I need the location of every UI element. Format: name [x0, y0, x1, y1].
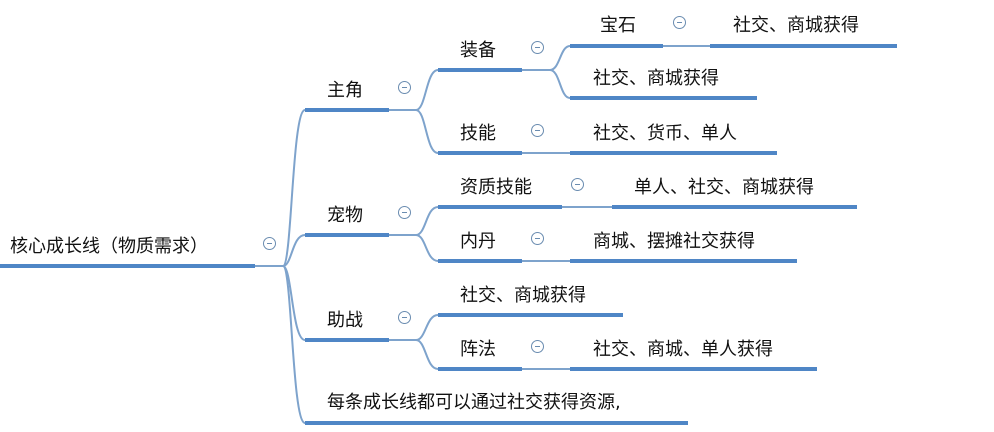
collapse-icon[interactable] [531, 124, 544, 137]
collapse-icon[interactable] [398, 206, 411, 219]
node-pet-underline [305, 233, 389, 237]
node-skill-source-label[interactable]: 社交、货币、单人 [593, 123, 737, 144]
node-inner-pill-source-underline [570, 259, 797, 263]
node-pet-label[interactable]: 宠物 [327, 205, 363, 226]
node-assist-source-label[interactable]: 社交、商城获得 [460, 285, 586, 306]
node-gem-label[interactable]: 宝石 [600, 15, 636, 36]
collapse-icon[interactable] [531, 232, 544, 245]
collapse-icon[interactable] [263, 237, 276, 250]
node-assist-underline [305, 338, 389, 342]
node-gem-underline [570, 44, 663, 48]
node-skill-label[interactable]: 技能 [460, 123, 496, 144]
node-equipment-label[interactable]: 装备 [460, 40, 496, 61]
node-aptitude-skill-label[interactable]: 资质技能 [460, 177, 532, 198]
collapse-icon[interactable] [673, 16, 686, 29]
collapse-icon[interactable] [398, 81, 411, 94]
node-assist-source-underline [438, 313, 623, 317]
node-skill-underline [438, 151, 522, 155]
node-gem-source-label[interactable]: 社交、商城获得 [733, 15, 859, 36]
node-equipment-source-underline [570, 96, 757, 100]
node-formation-underline [438, 367, 522, 371]
node-aptitude-skill-source-underline [612, 205, 857, 209]
node-gem-source-underline [710, 44, 897, 48]
node-equipment-underline [438, 68, 522, 72]
collapse-icon[interactable] [398, 311, 411, 324]
node-inner-pill-underline [438, 259, 522, 263]
node-assist-label[interactable]: 助战 [327, 310, 363, 331]
node-aptitude-skill-source-label[interactable]: 单人、社交、商城获得 [634, 177, 814, 198]
node-protagonist-label[interactable]: 主角 [327, 80, 363, 101]
node-aptitude-skill-underline [438, 205, 562, 209]
collapse-icon[interactable] [571, 178, 584, 191]
node-protagonist-underline [305, 108, 389, 112]
node-inner-pill-source-label[interactable]: 商城、摆摊社交获得 [593, 231, 755, 252]
node-equipment-source-label[interactable]: 社交、商城获得 [593, 68, 719, 89]
root-node-underline [0, 264, 255, 268]
node-formation-source-label[interactable]: 社交、商城、单人获得 [593, 339, 773, 360]
node-note-label[interactable]: 每条成长线都可以通过社交获得资源, [327, 392, 621, 413]
collapse-icon[interactable] [531, 41, 544, 54]
node-note-underline [305, 421, 688, 425]
collapse-icon[interactable] [531, 340, 544, 353]
node-formation-label[interactable]: 阵法 [460, 339, 496, 360]
node-skill-source-underline [570, 151, 777, 155]
root-node-label[interactable]: 核心成长线（物质需求） [10, 236, 208, 257]
node-inner-pill-label[interactable]: 内丹 [460, 231, 496, 252]
node-formation-source-underline [570, 367, 817, 371]
